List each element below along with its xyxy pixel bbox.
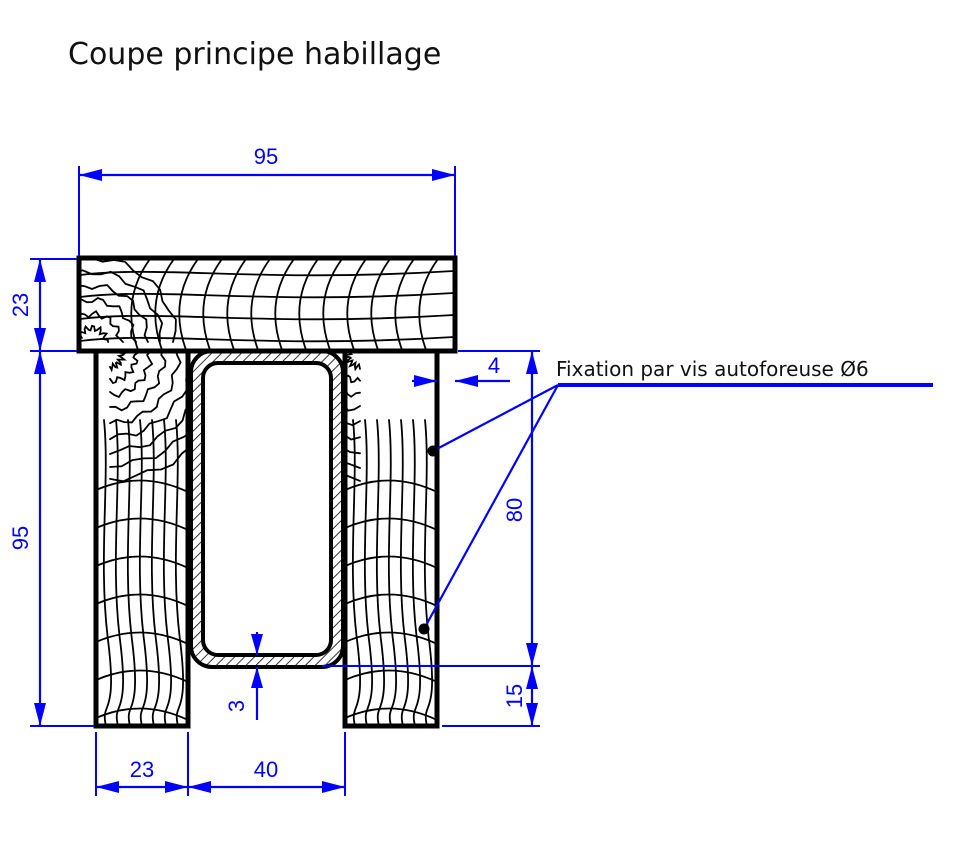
wood-grain-line [109, 351, 154, 399]
left-side-board [93, 348, 191, 729]
wood-grain-line [109, 370, 188, 441]
wood-grain-line [96, 593, 188, 607]
wood-grain-line [80, 296, 137, 343]
wood-grain-line [345, 517, 437, 531]
wood-grain-line [375, 419, 385, 726]
wood-grain-line [130, 259, 151, 350]
top-board-grain [80, 259, 454, 350]
wood-grain-line [109, 351, 141, 385]
wood-grain-line [109, 447, 188, 483]
fixation-annotation: Fixation par vis autoforeuse Ø6 [556, 357, 869, 381]
wood-grain-line [274, 259, 295, 350]
wood-grain-line [387, 419, 397, 726]
wood-grain-line [114, 419, 124, 726]
wood-grain-line [351, 419, 361, 726]
wood-grain-line [80, 336, 454, 343]
wood-grain-line [162, 419, 172, 726]
wood-grain-line [370, 259, 391, 350]
wood-grain-line [322, 259, 343, 350]
wood-grain-line [80, 284, 149, 343]
wood-grain-line [80, 292, 454, 299]
dimension-tube-wall: 3 [224, 700, 249, 712]
steel-tube [189, 349, 345, 669]
wood-grain-line [345, 669, 437, 683]
dimension-inner-height: 80 [502, 498, 527, 522]
wood-grain-line [346, 259, 367, 350]
wood-grain-line [109, 351, 182, 425]
wood-grain-line [91, 259, 177, 343]
wood-grain-line [226, 259, 247, 350]
wood-grain-line [345, 631, 437, 645]
wood-grain-line [345, 555, 437, 569]
dimension-top-thickness: 23 [8, 293, 33, 317]
wood-grain-line [298, 259, 319, 350]
wood-grain-line [399, 419, 409, 726]
screw-point-upper [427, 445, 439, 457]
dimension-side-width: 23 [130, 757, 154, 782]
dimension-gap: 4 [488, 353, 500, 378]
wood-grain-line [411, 419, 421, 726]
wood-grain-line [174, 419, 184, 726]
left-board-grain [96, 351, 188, 726]
wood-grain-line [345, 374, 361, 384]
wood-grain-line [345, 593, 437, 607]
leader-line-lower [423, 384, 559, 630]
dimension-left-height: 95 [8, 526, 33, 550]
wood-grain-line [250, 259, 271, 350]
wood-grain-line [154, 259, 175, 350]
wood-grain-line [96, 669, 188, 683]
dimension-tube-width: 40 [254, 757, 278, 782]
dimension-bottom-offset: 15 [502, 684, 527, 708]
wood-grain-line [363, 419, 373, 726]
dimension-top-width: 95 [254, 144, 278, 169]
wood-grain-line [96, 517, 188, 531]
wood-grain-line [109, 405, 188, 455]
wood-grain-line [96, 631, 188, 645]
wood-grain-line [109, 351, 167, 412]
wood-grain-line [102, 419, 112, 726]
drawing-title: Coupe principe habillage [68, 37, 441, 72]
wood-grain-line [96, 555, 188, 569]
wood-grain-line [138, 419, 148, 726]
screw-point-lower [418, 623, 430, 635]
leader-line-upper [432, 384, 559, 452]
wood-grain-line [80, 270, 454, 277]
wood-grain-line [126, 419, 136, 726]
wood-grain-line [80, 310, 124, 343]
wood-grain-line [150, 419, 160, 726]
right-board-grain [345, 351, 437, 726]
wood-grain-line [178, 259, 199, 350]
wood-grain-line [109, 351, 127, 373]
wood-grain-line [418, 259, 439, 350]
wood-grain-line [80, 314, 454, 321]
dimensions [30, 166, 933, 796]
